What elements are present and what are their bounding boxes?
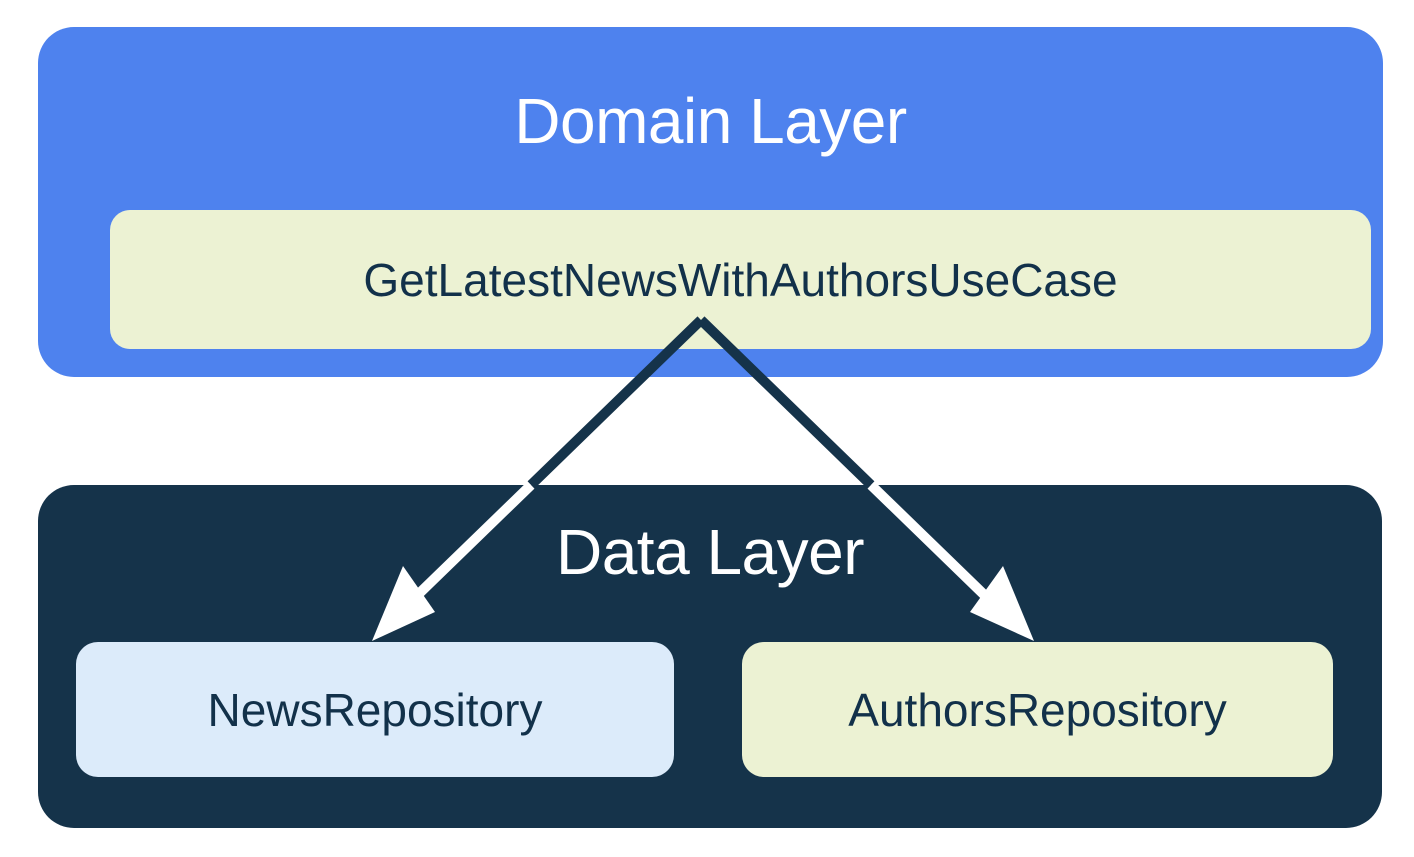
authors-repository-card[interactable]: AuthorsRepository	[742, 642, 1333, 777]
news-repository-card[interactable]: NewsRepository	[76, 642, 674, 777]
data-layer-container[interactable]: Data Layer NewsRepository AuthorsReposit…	[38, 485, 1382, 828]
news-repository-card-label: NewsRepository	[207, 683, 543, 736]
authors-repository-card-label: AuthorsRepository	[848, 683, 1227, 736]
usecase-card[interactable]: GetLatestNewsWithAuthorsUseCase	[110, 210, 1371, 349]
usecase-card-label: GetLatestNewsWithAuthorsUseCase	[363, 253, 1118, 306]
domain-layer-title: Domain Layer	[514, 85, 907, 157]
data-layer-title: Data Layer	[555, 516, 865, 588]
domain-layer-container[interactable]: Domain Layer GetLatestNewsWithAuthorsUse…	[38, 27, 1383, 377]
